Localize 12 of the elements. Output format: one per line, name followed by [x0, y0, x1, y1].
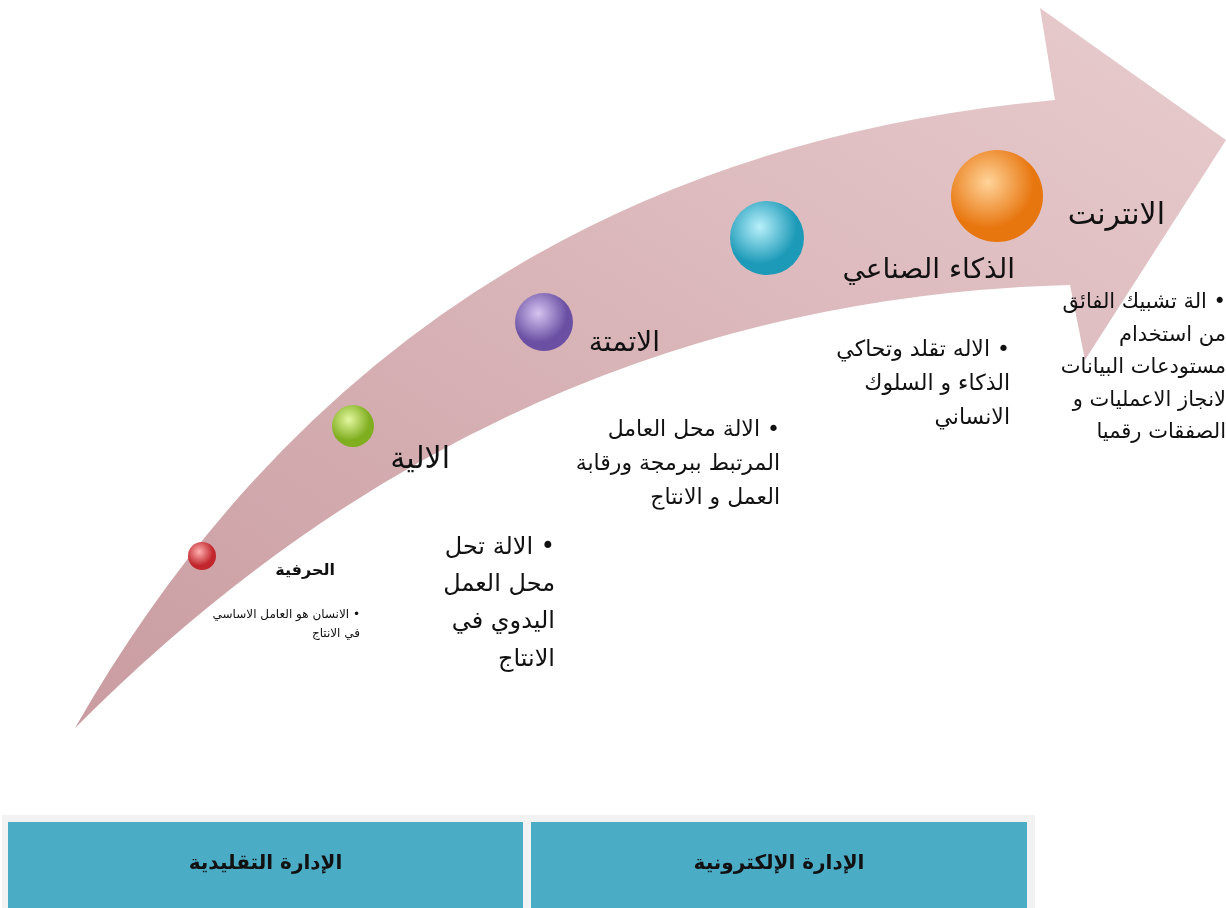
- stage-title: الالية: [389, 440, 450, 475]
- bullet-text: • الة تشبيك الفائق من استخدام مستودعات البيانات لانجاز الاعمليات و الصفقات رقميا: [1059, 288, 1226, 446]
- bullet-text: • الانسان هو العامل الاساسي في الانتاج: [211, 606, 360, 642]
- stage-title: الذكاء الصناعي: [841, 252, 1015, 285]
- bullet-text: • الالة تحل محل العمل اليدوي في الانتاج: [442, 531, 555, 674]
- stage-title: الاتمتة: [587, 325, 660, 358]
- stage-title: الانترنت: [1066, 196, 1165, 231]
- category-bar: الإدارة الإلكترونية: [531, 822, 1027, 908]
- bullet-text: • الاله تقلد وتحاكي الذكاء و السلوك الانساني: [835, 335, 1010, 432]
- bullet-text: • الالة محل العامل المرتبط ببرمجة ورقابة العمل و الانتاج: [574, 415, 780, 512]
- category-bar: الإدارة التقليدية: [8, 822, 523, 908]
- stage-title: الحرفية: [274, 560, 335, 579]
